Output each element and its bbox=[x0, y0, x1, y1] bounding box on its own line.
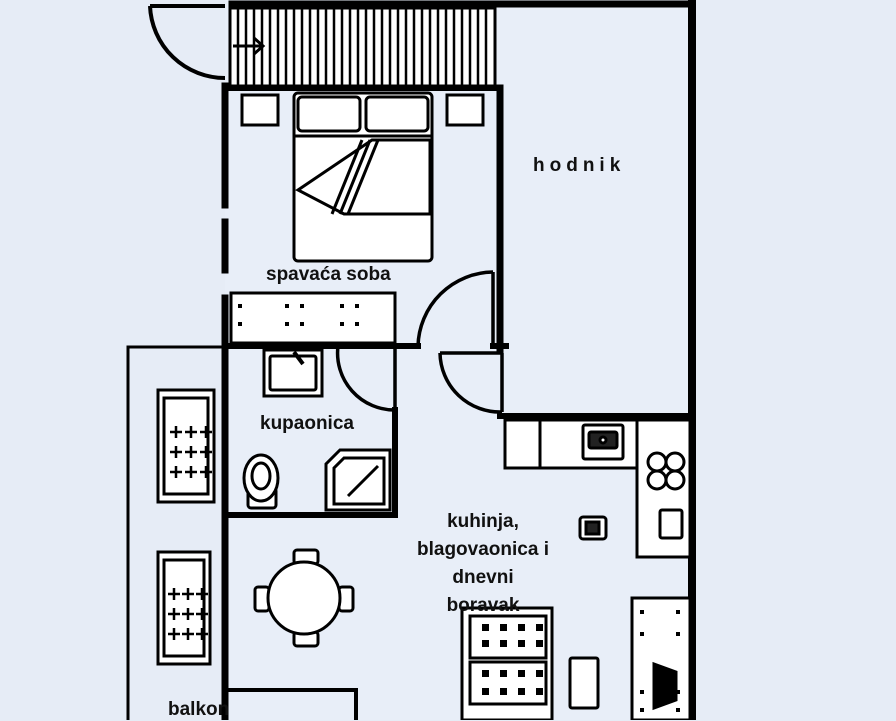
living-area-label-line-1: kuhinja, bbox=[447, 511, 519, 532]
balcony-label: balkon bbox=[168, 699, 230, 720]
hall-door bbox=[438, 351, 504, 414]
bedroom-door bbox=[416, 270, 495, 348]
living-area-label-line-3: dnevni bbox=[452, 567, 514, 588]
stove bbox=[646, 451, 686, 491]
sofa bbox=[460, 606, 554, 720]
oven bbox=[658, 508, 684, 540]
nightstand-right bbox=[445, 93, 485, 127]
coffee-table bbox=[568, 656, 600, 710]
bed bbox=[292, 91, 434, 263]
bedroom-label: spavaća soba bbox=[266, 264, 391, 285]
shower bbox=[324, 448, 392, 512]
staircase bbox=[228, 6, 497, 88]
stair-arrow-icon bbox=[233, 36, 266, 56]
living-area-label-line-4: boravak bbox=[446, 595, 520, 616]
bathroom-sink bbox=[262, 348, 324, 398]
kitchen-sink bbox=[581, 423, 625, 461]
hallway-label: hodnik bbox=[533, 155, 626, 176]
balcony-lounger-bottom bbox=[156, 550, 212, 666]
tv-unit bbox=[630, 596, 692, 720]
nightstand-left bbox=[240, 93, 280, 127]
dining-set bbox=[253, 548, 355, 648]
living-area-label-line-2: blagovaonica i bbox=[417, 539, 549, 560]
toilet bbox=[242, 453, 280, 510]
wardrobe bbox=[229, 291, 397, 345]
bathroom-door bbox=[335, 344, 397, 412]
entrance-door bbox=[148, 4, 226, 81]
microwave bbox=[578, 515, 608, 541]
living-area-label: kuhinja, blagovaonica i dnevni boravak bbox=[402, 508, 564, 620]
walls bbox=[126, 0, 696, 720]
bathroom-label: kupaonica bbox=[260, 413, 354, 434]
balcony-lounger-top bbox=[156, 388, 216, 504]
